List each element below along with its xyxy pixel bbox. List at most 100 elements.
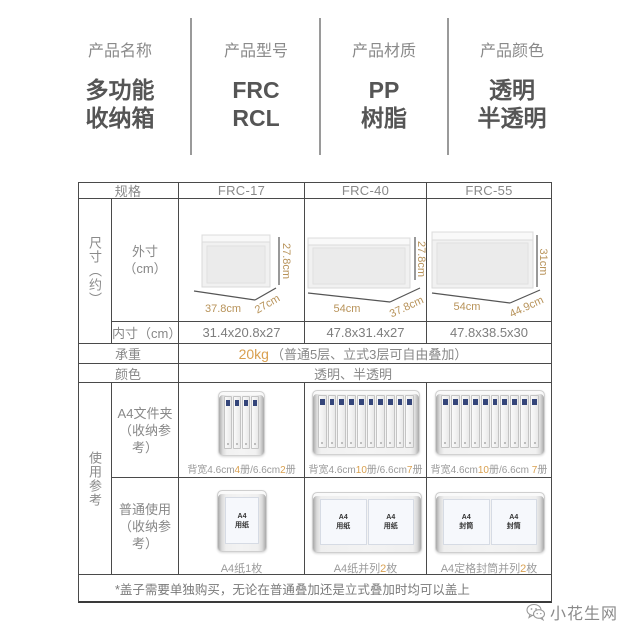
- product-material-line: PP: [368, 77, 400, 103]
- caption-text: A4纸: [220, 563, 246, 575]
- general-caption: A4定格封筒并列2枚: [427, 560, 551, 576]
- folder-label: A4文件夹: [117, 405, 173, 421]
- general-caption: A4纸1枚: [179, 560, 304, 576]
- spec-table: 规格 FRC-17 FRC-40 FRC-55 尺寸（约） 外寸 （cm） 27…: [78, 182, 552, 603]
- binder-finger-hole: [254, 443, 256, 445]
- paper-sheet-label: 封筒: [506, 523, 521, 530]
- crate-diagram: 27.8cm 37.8cm 27cm: [193, 234, 292, 316]
- column-divider: [319, 18, 321, 155]
- wechat-icon: [526, 603, 546, 621]
- column-divider: [447, 18, 449, 155]
- product-color-line: 透明: [489, 77, 535, 103]
- watermark: 小花生网: [526, 600, 618, 624]
- binder-label-tab: [502, 399, 508, 405]
- folder-caption: 背宽4.6cm10册/6.6cm 7册: [427, 461, 551, 476]
- crate-diagram: 27.8cm 54cm 37.8cm: [307, 237, 427, 320]
- product-model-column: 产品型号 FRC RCL: [192, 38, 320, 132]
- usage-group-cell: 使用参考: [78, 383, 112, 575]
- binder-finger-hole: [340, 442, 343, 444]
- binder: [441, 395, 450, 448]
- spec-header-label: 规格: [78, 182, 179, 199]
- width-label: 54cm: [334, 303, 361, 315]
- product-name-label: 产品名称: [87, 43, 152, 60]
- binder-label-tab: [339, 399, 345, 405]
- binder-finger-hole: [236, 443, 238, 445]
- binder-label-tab: [462, 399, 468, 405]
- caption-text: 册/6.6cm: [366, 465, 407, 476]
- binder-label-tab: [532, 399, 538, 405]
- binder: [356, 395, 366, 448]
- inner-dims-value: 47.8x38.5x30: [427, 322, 552, 344]
- binder-label-tab: [482, 399, 488, 405]
- binder-finger-hole: [369, 442, 372, 444]
- binder-finger-hole: [533, 442, 536, 444]
- caption-count: 2: [520, 563, 527, 575]
- outer-dims-cell: 31cm 54cm 44.9cm: [427, 199, 552, 322]
- product-name-column: 产品名称 多功能 收纳箱: [56, 38, 184, 132]
- general-ref-cell: A4 封筒 A4 封筒 A4定格封筒并列2枚: [427, 478, 552, 575]
- paper-sheet-label: A4: [461, 514, 471, 521]
- binder: [233, 396, 241, 449]
- general-caption: A4纸并列2枚: [305, 560, 426, 576]
- binder-label-tab: [387, 399, 393, 405]
- paper-sheet-label: 封筒: [459, 523, 474, 530]
- binder-finger-hole: [331, 442, 334, 444]
- binder: [366, 395, 376, 448]
- caption-count: 10: [477, 465, 489, 476]
- folder-ref-cell: 背宽4.6cm10册/6.6cm7册: [305, 383, 427, 478]
- binder-finger-hole: [350, 442, 353, 444]
- caption-text: A4纸并列: [333, 563, 381, 575]
- color-label: 颜色: [78, 364, 179, 383]
- watermark-text: 小花生网: [550, 606, 619, 623]
- model-header: FRC-17: [179, 182, 305, 199]
- caption-text: 册: [412, 465, 423, 476]
- binder-label-tab: [244, 400, 248, 406]
- binder: [242, 396, 250, 449]
- binder-tray: [312, 390, 420, 455]
- binder-finger-hole: [523, 442, 526, 444]
- paper-tray: A4 封筒 A4 封筒: [435, 492, 545, 553]
- binder: [450, 395, 460, 448]
- binder-label-tab: [226, 400, 230, 406]
- binder: [405, 395, 415, 448]
- binder-label-tab: [443, 399, 448, 405]
- paper-sheet-label: 用纸: [383, 523, 398, 530]
- caption-count: 7: [531, 465, 538, 476]
- paper-sheet-label: A4: [338, 514, 348, 521]
- outer-dims-cell: 27.8cm 54cm 37.8cm: [305, 199, 427, 322]
- binder-label-tab: [378, 399, 383, 405]
- caption-text: 背宽4.6cm: [308, 465, 356, 476]
- folder-ref-cell: 背宽4.6cm4册/6.6cm2册: [179, 383, 305, 478]
- caption-text: 枚: [526, 563, 538, 575]
- paper-sheet-label: 用纸: [235, 521, 249, 529]
- binder-finger-hole: [227, 443, 229, 445]
- usage-group-label: 使用参考: [87, 450, 102, 507]
- binder: [395, 395, 405, 448]
- width-dimension-line: [193, 290, 256, 301]
- binder-label-tab: [320, 399, 325, 405]
- height-label: 31cm: [537, 249, 549, 276]
- inner-dims-value: 47.8x31.4x27: [305, 322, 427, 344]
- folder-caption: 背宽4.6cm4册/6.6cm2册: [179, 461, 304, 476]
- paper-sheet-label: A4: [509, 514, 519, 521]
- product-color-line: 半透明: [477, 105, 547, 131]
- caption-text: 枚: [386, 563, 398, 575]
- caption-text: 背宽4.6cm: [430, 465, 478, 476]
- caption-text: 枚: [251, 563, 263, 575]
- size-group-cell: 尺寸（约）: [78, 199, 112, 344]
- binder-label-tab: [492, 399, 498, 405]
- binder: [480, 395, 490, 448]
- load-value-cell: 20kg （普通5层、立式3层可自由叠加）: [179, 344, 552, 364]
- binder-finger-hole: [474, 442, 477, 444]
- folder-caption: 背宽4.6cm10册/6.6cm7册: [305, 461, 426, 476]
- binder: [251, 396, 259, 449]
- outer-dims-unit: （cm）: [123, 261, 167, 276]
- binder-finger-hole: [408, 442, 411, 444]
- folder-label-cell: A4文件夹 （收纳参考）: [112, 383, 179, 478]
- caption-text: 背宽4.6cm: [187, 465, 235, 476]
- folder-ref-cell: 背宽4.6cm10册/6.6cm 7册: [427, 383, 552, 478]
- width-dimension-line: [307, 292, 391, 303]
